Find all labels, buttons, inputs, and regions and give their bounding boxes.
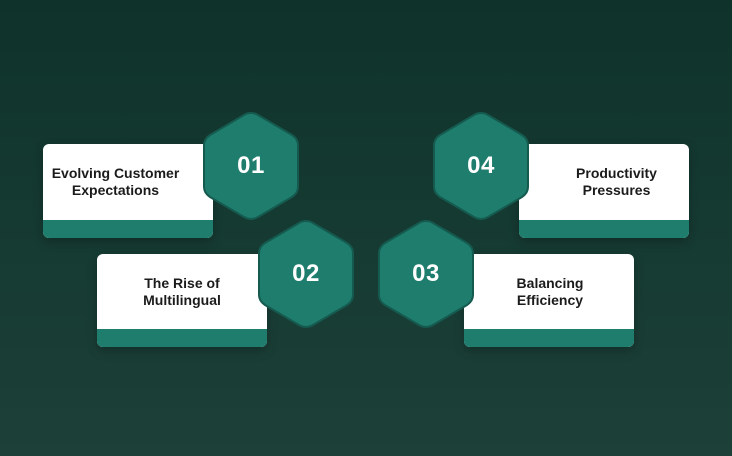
- step-hexagon-02: 02: [256, 218, 356, 330]
- step-number-02: 02: [292, 260, 320, 287]
- card-accent-bar: [464, 329, 634, 347]
- step-hexagon-01: 01: [201, 110, 301, 222]
- step-label-01: Evolving Customer Expectations: [51, 165, 180, 198]
- step-card-02: The Rise of Multilingual: [97, 254, 267, 347]
- step-label-03: Balancing Efficiency: [516, 274, 584, 308]
- step-label-02: The Rise of Multilingual: [143, 274, 221, 308]
- step-card-03: Balancing Efficiency: [464, 254, 634, 347]
- step-card-04: Productivity Pressures: [519, 144, 689, 238]
- hexagon-shape: [378, 219, 474, 328]
- card-accent-bar: [519, 220, 689, 238]
- hexagon-shape: [433, 111, 529, 220]
- step-number-04: 04: [467, 152, 495, 179]
- card-accent-bar: [43, 220, 213, 238]
- step-label-04: Productivity Pressures: [576, 165, 657, 198]
- step-number-01: 01: [237, 152, 265, 179]
- step-number-03: 03: [412, 260, 440, 287]
- step-card-01: Evolving Customer Expectations: [43, 144, 213, 238]
- card-accent-bar: [97, 329, 267, 347]
- hexagon-shape: [258, 219, 354, 328]
- hexagon-shape: [203, 111, 299, 220]
- step-hexagon-03: 03: [376, 218, 476, 330]
- step-hexagon-04: 04: [431, 110, 531, 222]
